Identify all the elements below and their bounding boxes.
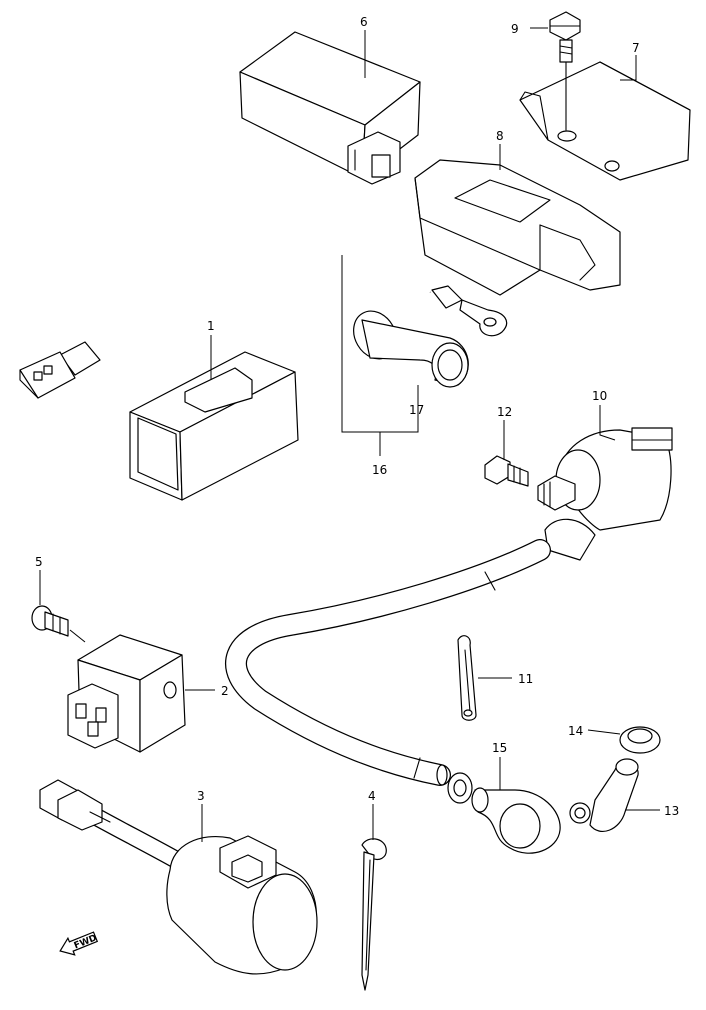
callout-14: 14 (568, 724, 583, 738)
part-9-bolt[interactable] (549, 11, 581, 63)
callout-11: 11 (518, 672, 533, 686)
callout-labels: 6 9 7 8 1 10 12 17 16 5 2 11 14 15 3 4 1… (35, 15, 679, 818)
part-6-cdi-unit[interactable] (239, 31, 421, 185)
callout-3: 3 (197, 789, 205, 803)
part-4-cable-tie[interactable] (361, 838, 387, 991)
leader-lines (39, 27, 660, 842)
callout-12: 12 (497, 405, 512, 419)
callout-5: 5 (35, 555, 43, 569)
callout-13: 13 (664, 804, 679, 818)
callout-1: 1 (207, 319, 215, 333)
part-17-boot[interactable] (345, 303, 469, 388)
part-8-mount-rubber[interactable] (414, 159, 621, 296)
part-3-horn[interactable] (39, 779, 318, 975)
part-13-plug-cap[interactable] (569, 758, 639, 832)
high-tension-cable (225, 539, 551, 786)
fwd-arrow-icon: FWD (59, 931, 99, 956)
callout-9: 9 (511, 22, 519, 36)
part-7-bracket[interactable] (519, 61, 691, 181)
callout-15: 15 (492, 741, 507, 755)
callout-10: 10 (592, 389, 607, 403)
callout-17: 17 (409, 403, 424, 417)
part-14-cap[interactable] (619, 726, 661, 754)
part-11-clamp[interactable] (457, 635, 477, 721)
part-2-relay[interactable] (67, 634, 186, 753)
callout-4: 4 (368, 789, 376, 803)
part-10-ignition-coil[interactable] (537, 427, 673, 561)
part-16-wire-harness[interactable] (19, 236, 508, 399)
callout-16: 16 (372, 463, 387, 477)
callout-7: 7 (632, 41, 640, 55)
callout-8: 8 (496, 129, 504, 143)
callout-6: 6 (360, 15, 368, 29)
part-15-plug-cap[interactable] (447, 772, 561, 854)
part-12-screw[interactable] (484, 455, 529, 487)
part-5-bolt[interactable] (31, 605, 69, 637)
fwd-label: FWD (73, 933, 99, 951)
callout-2: 2 (221, 684, 229, 698)
part-1-cover[interactable] (129, 351, 299, 501)
